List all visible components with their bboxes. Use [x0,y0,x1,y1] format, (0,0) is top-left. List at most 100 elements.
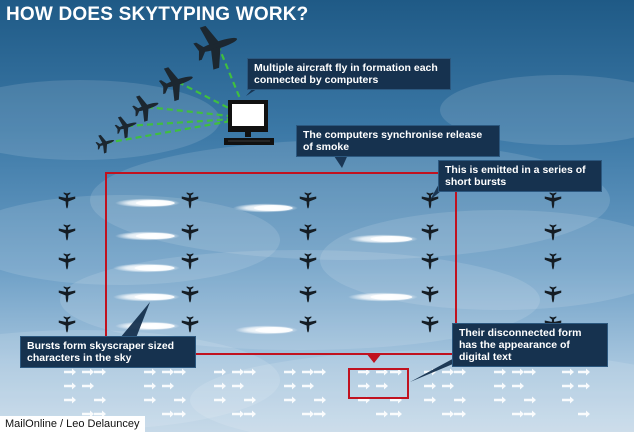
digital-text-mark [232,368,244,376]
digital-text-mark [214,396,226,404]
callout-digital: Their disconnected form has the appearan… [452,323,608,367]
plane-icon [421,316,439,333]
digital-text-mark [232,382,244,390]
digital-text-mark [82,382,94,390]
digital-text-mark [302,368,314,376]
digital-text-mark [424,396,436,404]
digital-text-mark [562,382,574,390]
plane-icon [299,192,317,209]
digital-text-mark [454,410,466,418]
connector-line [126,116,249,128]
digital-text-mark [64,368,76,376]
digital-text-mark [284,382,296,390]
plane-icon [58,286,76,303]
computer-icon [224,100,274,145]
plane-icon [58,192,76,209]
callout-bursts: This is emitted in a series of short bur… [438,160,602,192]
digital-text-mark [244,410,256,418]
plane-icon [158,67,193,102]
digital-text-mark [376,410,388,418]
smoke-puff [113,292,180,302]
digital-text-mark [424,382,436,390]
plane-icon [299,253,317,270]
digital-text-mark [314,396,326,404]
digital-text-mark [442,368,454,376]
digital-text-mark [94,368,106,376]
plane-icon [181,316,199,333]
digital-text-mark [214,382,226,390]
plane-icon [544,253,562,270]
digital-text-mark [524,396,536,404]
highlight-arrow [366,353,382,363]
digital-text-mark [94,410,106,418]
digital-text-mark [494,368,506,376]
digital-text-mark [162,368,174,376]
plane-icon [544,224,562,241]
digital-text-mark [174,410,186,418]
plane-icon [58,253,76,270]
digital-text-mark [162,382,174,390]
cloud [190,350,634,432]
digital-text-mark [376,382,388,390]
plane-icon [132,95,159,122]
digital-text-mark [578,410,590,418]
smoke-puff [115,321,180,331]
digital-text-mark [512,368,524,376]
digital-text-mark [162,410,174,418]
smoke-puff [113,263,180,273]
digital-text-mark [302,410,314,418]
digital-text-mark [174,368,186,376]
smoke-puff [115,231,180,241]
highlight-box-main [105,172,457,355]
digital-text-mark [442,382,454,390]
callout-pointer [120,302,150,338]
digital-text-mark [376,368,388,376]
highlight-boxes [105,172,457,399]
digital-text-mark [244,396,256,404]
cloud [0,80,220,160]
digital-text-mark [358,382,370,390]
plane-icon [544,192,562,209]
callout-characters: Bursts form skyscraper sized characters … [20,336,196,368]
digital-text-mark [524,368,536,376]
digital-text-mark [284,368,296,376]
digital-text-mark [494,382,506,390]
plane-icon [193,25,238,70]
smoke-bursts [113,198,418,335]
digital-text-mark [82,368,94,376]
digital-text-mark [144,396,156,404]
plane-icon [181,286,199,303]
digital-text-mark [454,368,466,376]
plane-icon [58,224,76,241]
digital-text-characters [64,368,590,418]
plane-icon [299,316,317,333]
digital-text-mark [562,368,574,376]
plane-icon [95,134,115,154]
digital-text-mark [494,396,506,404]
digital-text-mark [64,382,76,390]
smoke-puff [348,234,418,244]
plane-icon [58,316,76,333]
digital-text-mark [94,396,106,404]
digital-text-mark [214,368,226,376]
smoke-puff [115,198,180,208]
digital-text-mark [284,396,296,404]
digital-text-mark [144,368,156,376]
digital-text-mark [302,382,314,390]
digital-text-mark [562,396,574,404]
connector-line [105,116,249,145]
callout-formation: Multiple aircraft fly in formation each … [247,58,451,90]
plane-icon [299,224,317,241]
digital-text-mark [578,368,590,376]
digital-text-mark [578,382,590,390]
plane-icon [299,286,317,303]
smoke-puff [233,203,298,213]
digital-text-mark [314,410,326,418]
digital-text-mark [64,396,76,404]
digital-text-mark [454,396,466,404]
plane-icon [544,286,562,303]
plane-icon [421,224,439,241]
digital-text-mark [174,396,186,404]
digital-text-mark [314,368,326,376]
